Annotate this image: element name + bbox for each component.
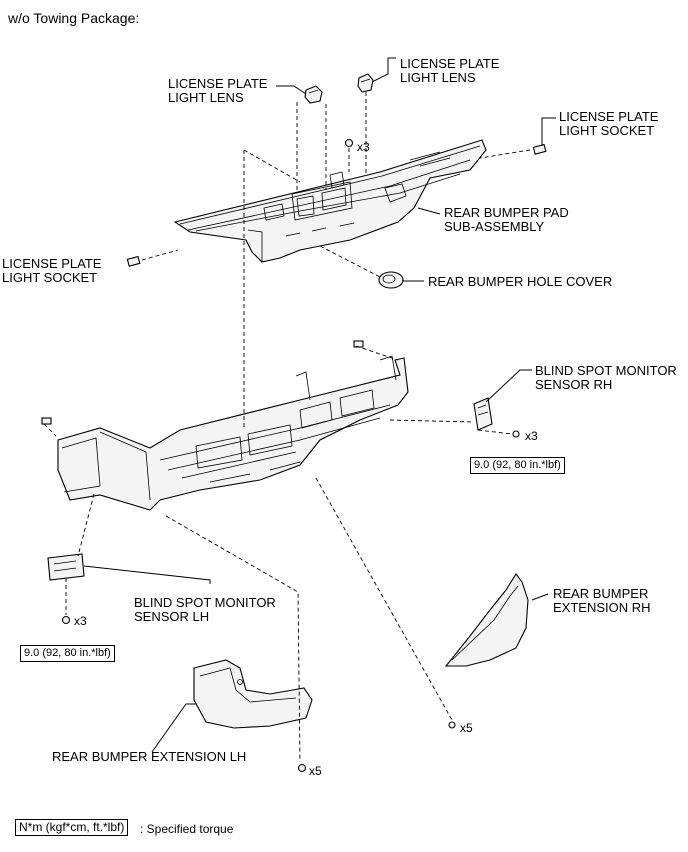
rear-bumper-reinforcement xyxy=(41,340,409,511)
qty-bsm-lh-nuts: x3 xyxy=(74,614,87,628)
qty-bsm-rh-nuts: x3 xyxy=(525,429,538,443)
torque-spec-bsm-rh: 9.0 (92, 80 in.*lbf) xyxy=(470,457,565,474)
label-line-2: EXTENSION RH xyxy=(553,600,651,615)
label-blind-spot-monitor-sensor-rh: BLIND SPOT MONITOR SENSOR RH xyxy=(535,364,677,392)
qty-pad-screws: x3 xyxy=(357,140,370,154)
qty-ext-lh-bolts: x5 xyxy=(309,764,322,778)
label-line-2: SENSOR LH xyxy=(134,609,210,624)
label-license-plate-light-socket-lh: LICENSE PLATE LIGHT SOCKET xyxy=(2,257,101,285)
label-line-2: LIGHT LENS xyxy=(400,70,476,85)
rear-bumper-extension-rh xyxy=(444,573,529,729)
label-rear-bumper-pad: REAR BUMPER PAD SUB-ASSEMBLY xyxy=(444,206,569,234)
label-line-1: LICENSE PLATE xyxy=(2,256,102,271)
label-rear-bumper-extension-rh: REAR BUMPER EXTENSION RH xyxy=(553,587,651,615)
license-plate-light-socket-rh xyxy=(532,143,547,155)
label-line-1: REAR BUMPER PAD xyxy=(444,205,569,220)
rear-bumper-pad xyxy=(173,139,487,263)
license-plate-light-lens-lh xyxy=(304,85,323,104)
label-line-2: LIGHT LENS xyxy=(168,90,244,105)
label-line-1: LICENSE PLATE xyxy=(168,76,268,91)
label-line-1: LICENSE PLATE xyxy=(559,109,659,124)
torque-spec-bsm-lh: 9.0 (92, 80 in.*lbf) xyxy=(20,645,115,662)
legend-unit-box: N*m (kgf*cm, ft.*lbf) xyxy=(15,819,129,836)
label-license-plate-light-lens-rh: LICENSE PLATE LIGHT LENS xyxy=(400,57,499,85)
label-line-1: REAR BUMPER xyxy=(553,586,649,601)
license-plate-light-socket-lh xyxy=(126,255,141,267)
label-rear-bumper-extension-lh: REAR BUMPER EXTENSION LH xyxy=(52,749,247,764)
label-blind-spot-monitor-sensor-lh: BLIND SPOT MONITOR SENSOR LH xyxy=(134,596,276,624)
label-line-1: BLIND SPOT MONITOR xyxy=(535,363,677,378)
pad-screw xyxy=(344,138,354,148)
label-rear-bumper-hole-cover: REAR BUMPER HOLE COVER xyxy=(428,274,613,289)
legend-description: : Specified torque xyxy=(140,822,234,836)
label-license-plate-light-socket-rh: LICENSE PLATE LIGHT SOCKET xyxy=(559,110,658,138)
label-line-2: LIGHT SOCKET xyxy=(559,123,655,138)
page-title: w/o Towing Package: xyxy=(8,10,140,26)
label-line-2: SUB-ASSEMBLY xyxy=(444,219,545,234)
label-license-plate-light-lens-lh: LICENSE PLATE LIGHT LENS xyxy=(168,77,267,105)
qty-ext-rh-bolts: x5 xyxy=(460,721,473,735)
license-plate-light-lens-rh xyxy=(357,73,374,93)
blind-spot-monitor-sensor-rh xyxy=(473,397,520,438)
label-line-2: LIGHT SOCKET xyxy=(2,270,98,285)
label-line-1: BLIND SPOT MONITOR xyxy=(134,595,276,610)
label-line-1: LICENSE PLATE xyxy=(400,56,500,71)
rear-bumper-hole-cover xyxy=(378,271,404,289)
blind-spot-monitor-sensor-lh xyxy=(47,553,85,625)
label-line-2: SENSOR RH xyxy=(535,377,613,392)
rear-bumper-extension-lh xyxy=(193,659,313,773)
